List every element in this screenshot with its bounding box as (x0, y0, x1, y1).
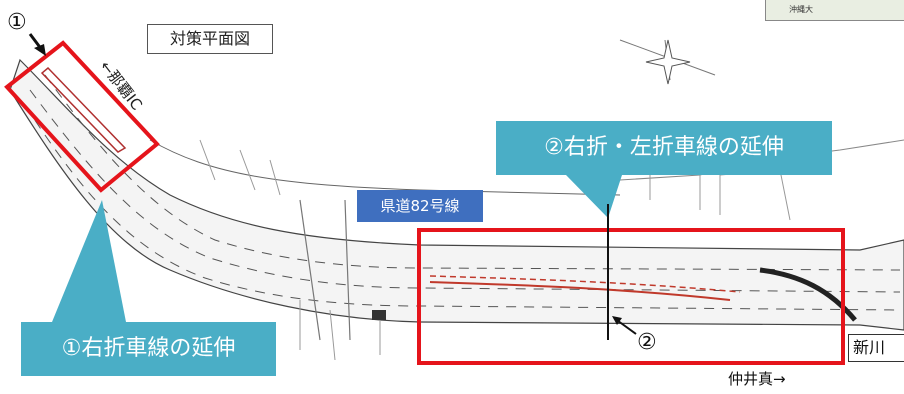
road-main (9, 58, 904, 331)
marker-1: ① (7, 10, 27, 35)
drawing-title: 対策平面図 (147, 24, 273, 54)
place-shinkawa: 新川 (848, 334, 904, 362)
highlight-box-1 (4, 40, 160, 193)
callout-pointer-1 (52, 200, 126, 322)
callout-right-turn: ①右折車線の延伸 (21, 322, 276, 376)
marker-2: ② (637, 330, 657, 355)
minimap-label: 沖縄大 (789, 5, 813, 14)
callout-pointer-2 (566, 175, 622, 218)
highlight-box-2 (417, 228, 845, 365)
direction-nakaima: 仲井真→ (728, 370, 786, 388)
location-minimap (765, 0, 904, 21)
route-label: 県道82号線 (357, 190, 483, 222)
callout-right-left-turn: ②右折・左折車線の延伸 (496, 121, 832, 175)
compass-icon (619, 39, 716, 85)
